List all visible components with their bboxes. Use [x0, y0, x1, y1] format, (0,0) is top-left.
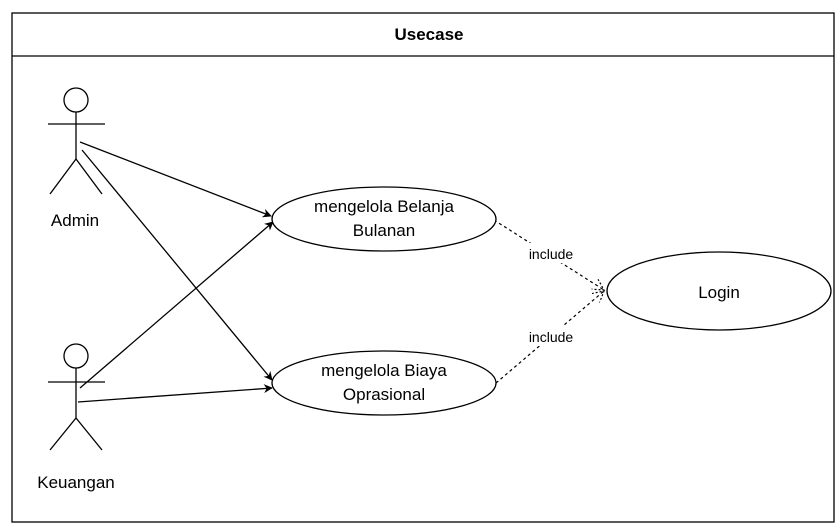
actor-keuangan: Keuangan: [37, 343, 115, 492]
include-belanja-login: [493, 219, 604, 290]
usecase-belanja-label-line1: mengelola Belanja: [314, 197, 454, 216]
diagram-title: Usecase: [394, 25, 463, 44]
usecase-belanja-bulanan: mengelola Belanja Bulanan: [271, 186, 497, 252]
include-label-bottom: include: [529, 329, 574, 345]
keuangan-right-leg: [75, 417, 103, 451]
assoc-keuangan-biaya: [77, 384, 273, 403]
usecase-login-label: Login: [698, 283, 740, 302]
actor-admin: Admin: [48, 87, 105, 230]
usecase-biaya-label-line2: Oprasional: [343, 385, 425, 404]
admin-left-leg: [49, 158, 77, 195]
assoc-admin-biaya: [81, 149, 273, 381]
keuangan-left-leg: [49, 417, 77, 451]
assoc-keuangan-belanja: [79, 221, 274, 389]
usecase-biaya-oprasional: mengelola Biaya Oprasional: [271, 350, 497, 416]
usecase-belanja-label-line2: Bulanan: [353, 221, 415, 240]
actor-admin-label: Admin: [51, 211, 99, 230]
assoc-admin-belanja: [79, 141, 272, 218]
usecase-biaya-label-line1: mengelola Biaya: [321, 361, 447, 380]
usecase-login: Login: [606, 251, 832, 331]
admin-right-leg: [75, 158, 103, 195]
include-label-top: include: [529, 246, 574, 262]
actor-keuangan-label: Keuangan: [37, 473, 115, 492]
